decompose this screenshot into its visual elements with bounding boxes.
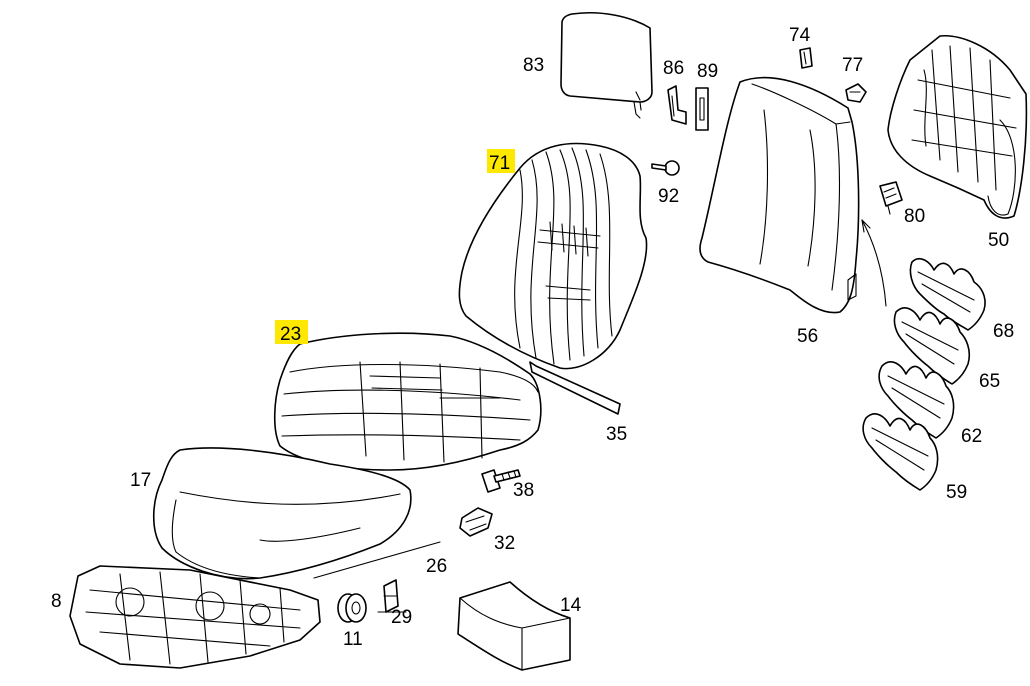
spring-62-part[interactable]	[878, 361, 955, 439]
label-68[interactable]: 68	[993, 321, 1014, 342]
label-71-highlight	[487, 149, 515, 173]
clip-77-part[interactable]	[845, 83, 867, 103]
label-26[interactable]: 26	[426, 556, 447, 577]
bracket-80-part[interactable]	[879, 181, 903, 215]
assembly-arrow	[861, 219, 887, 307]
seat-frame-part[interactable]	[69, 565, 321, 669]
roller-11-part[interactable]	[337, 593, 367, 623]
label-38[interactable]: 38	[513, 480, 534, 501]
label-56[interactable]: 56	[797, 326, 818, 347]
label-14[interactable]: 14	[560, 595, 582, 616]
label-8[interactable]: 8	[51, 591, 62, 612]
label-23[interactable]: 23	[280, 324, 301, 345]
label-77[interactable]: 77	[842, 55, 863, 76]
seat-cushion-part[interactable]	[273, 332, 542, 471]
label-71[interactable]: 71	[489, 153, 510, 174]
foam-17-part[interactable]	[152, 447, 412, 580]
label-35[interactable]: 35	[606, 424, 627, 445]
label-59[interactable]: 59	[946, 482, 967, 503]
label-62[interactable]: 62	[961, 426, 982, 447]
label-89[interactable]: 89	[697, 61, 718, 82]
label-92[interactable]: 92	[658, 186, 679, 207]
guide-sleeve-part[interactable]	[667, 85, 687, 125]
label-86[interactable]: 86	[663, 58, 684, 79]
label-80[interactable]: 80	[904, 206, 925, 227]
label-29[interactable]: 29	[391, 607, 412, 628]
spring-65-part[interactable]	[893, 307, 971, 385]
clip-32-part[interactable]	[459, 507, 493, 537]
spring-68-part[interactable]	[909, 257, 986, 331]
block-14-part[interactable]	[457, 581, 571, 671]
label-23-highlight	[275, 320, 308, 344]
strip-35-part[interactable]	[529, 361, 621, 415]
label-50[interactable]: 50	[988, 230, 1009, 251]
spring-59-part[interactable]	[862, 413, 939, 491]
label-83[interactable]: 83	[523, 55, 544, 76]
backrest-shell-part[interactable]	[699, 76, 860, 314]
screw-38-part[interactable]	[481, 469, 521, 493]
label-32[interactable]: 32	[494, 533, 515, 554]
label-65[interactable]: 65	[979, 371, 1000, 392]
screw-92-part[interactable]	[651, 160, 680, 176]
label-11[interactable]: 11	[343, 629, 363, 650]
bracket-29-part[interactable]	[377, 579, 407, 613]
label-17[interactable]: 17	[130, 470, 151, 491]
backrest-cushion-part[interactable]	[458, 142, 648, 370]
arrow-head	[861, 219, 871, 233]
guide-clip-part[interactable]	[695, 87, 709, 131]
label-74[interactable]: 74	[789, 25, 811, 46]
backrest-frame-part[interactable]	[887, 35, 1028, 219]
clip-74-part[interactable]	[799, 47, 813, 69]
headrest-part[interactable]	[560, 11, 653, 119]
wire-26-part[interactable]	[313, 541, 441, 579]
